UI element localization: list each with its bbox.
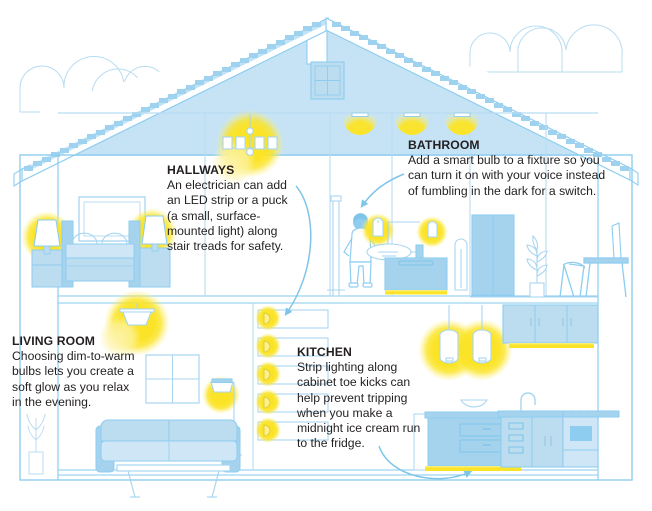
room-kitchen xyxy=(413,304,620,471)
callout-body: Choosing dim-to-warm bulbs lets you crea… xyxy=(12,349,135,409)
living-window xyxy=(145,354,200,404)
room-dining xyxy=(470,222,629,298)
callout-bathroom: BATHROOM Add a smart bulb to a fixture s… xyxy=(408,138,613,199)
pendant-light-right xyxy=(472,305,492,364)
arrow-kitchen-to-strip xyxy=(378,445,473,480)
bathroom-fixtures xyxy=(366,221,424,261)
recessed-ceiling-lights xyxy=(343,101,479,135)
arrow-hallways-to-stairs xyxy=(284,185,312,316)
cloud-group xyxy=(19,24,623,113)
vanity-sconce xyxy=(372,217,384,237)
stair-puck-lights xyxy=(255,305,281,443)
towel xyxy=(454,238,468,291)
room-hallway xyxy=(212,110,284,184)
table-lamp-left xyxy=(33,219,61,255)
cloud-icon xyxy=(517,24,623,73)
pendant-light-left xyxy=(439,305,459,364)
arrow-bathroom-to-sconce xyxy=(360,173,405,208)
upper-cabinets xyxy=(502,304,599,348)
callout-body: An electrician can add an LED strip or a… xyxy=(167,178,288,254)
callout-heading: HALLWAYS xyxy=(167,163,235,177)
fruit-bowl xyxy=(460,399,488,408)
callout-heading: BATHROOM xyxy=(408,138,480,152)
sofa xyxy=(95,419,241,473)
potted-plant xyxy=(526,234,548,298)
callout-kitchen: KITCHEN Strip lighting along cabinet toe… xyxy=(297,345,425,452)
vanity-toe-kick-strip xyxy=(385,290,447,295)
attic-window xyxy=(310,61,345,100)
callout-arrows xyxy=(284,173,473,480)
callout-hallways: HALLWAYS An electrician can add an LED s… xyxy=(167,163,297,254)
cloud-icon xyxy=(469,25,563,73)
flush-ceiling-light xyxy=(119,303,155,326)
callout-body: Add a smart bulb to a fixture so you can… xyxy=(408,153,606,198)
cloud-icon xyxy=(19,55,167,113)
reed-vase xyxy=(26,413,46,475)
callout-body: Strip lighting along cabinet toe kicks c… xyxy=(297,360,421,451)
table-lamp-right xyxy=(141,215,168,252)
bed xyxy=(61,220,141,288)
room-living xyxy=(26,290,242,498)
island-toe-kick-strip xyxy=(425,466,521,471)
room-bathroom xyxy=(327,101,515,297)
nightstand-left xyxy=(31,249,63,288)
shower-enclosure xyxy=(471,214,515,296)
callout-heading: KITCHEN xyxy=(297,345,352,359)
staircase xyxy=(252,303,329,470)
under-cabinet-strip xyxy=(509,343,594,348)
wall-sconce xyxy=(427,220,438,238)
coffee-table xyxy=(116,464,231,498)
room-bedroom xyxy=(21,196,177,288)
vanity-cabinet xyxy=(384,257,448,295)
nightstand-right xyxy=(139,247,171,288)
dining-table-and-chair xyxy=(546,222,629,298)
chandelier xyxy=(222,114,278,156)
roof-right-slope xyxy=(325,17,639,186)
callout-living-room: LIVING ROOM Choosing dim-to-warm bulbs l… xyxy=(12,334,140,410)
lower-cabinets xyxy=(497,392,620,468)
floor-divider xyxy=(57,295,599,476)
faucet xyxy=(520,392,536,411)
bathroom-pipe xyxy=(327,195,345,297)
callout-heading: LIVING ROOM xyxy=(12,334,96,348)
